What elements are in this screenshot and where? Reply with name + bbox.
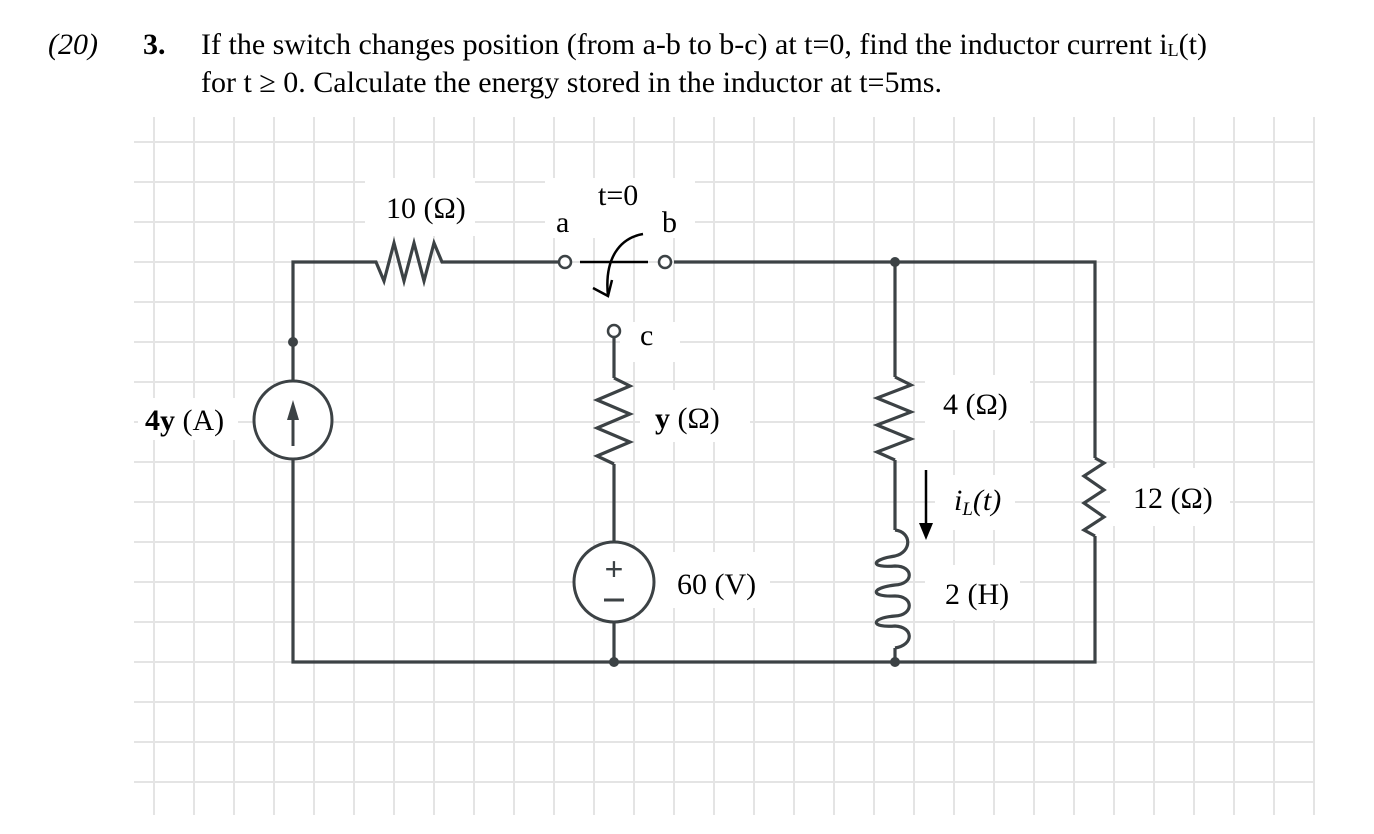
inductor-2H [874, 528, 911, 650]
switch-time-label: t=0 [598, 179, 638, 212]
voltage-source-circle [572, 540, 656, 624]
inductor-current-label: iL(t) [954, 484, 1001, 520]
question-text-subscript: L [1167, 40, 1179, 60]
question-text-suffix: (t) [1178, 28, 1207, 61]
resistor-4-ohm [872, 375, 916, 462]
junction-dot-bottom-right [890, 657, 900, 667]
voltage-source-plus-icon: + [605, 551, 624, 587]
current-source-label: 4y (A) [145, 404, 224, 437]
question-text-prefix: If the switch changes position (from a-b… [201, 28, 1168, 61]
wire-left-top [291, 260, 368, 392]
resistor-4-ohm-label: 4 (Ω) [943, 388, 1008, 421]
wires [291, 236, 1108, 664]
switch-terminal-c [606, 323, 622, 339]
junction-dot-top-right [890, 257, 900, 267]
question-points: (20) [48, 28, 98, 61]
current-source-arrow-up-icon [287, 400, 299, 420]
resistor-10-ohm-label: 10 (Ω) [386, 192, 466, 225]
switch-terminal-b-label: b [662, 206, 677, 239]
voltage-source-label: 60 (V) [677, 568, 756, 601]
switch-motion-arrowhead-icon [592, 279, 614, 298]
inductor-current-arrow [919, 470, 933, 540]
resistor-y-ohm [592, 376, 635, 466]
wire-top-right [674, 260, 1097, 430]
switch-terminal-b [657, 254, 673, 270]
resistor-12-ohm [1080, 456, 1108, 538]
resistor-10-ohm [368, 236, 560, 288]
inductor-current-arrow-down-icon [919, 523, 933, 540]
switch-terminal-a-label: a [556, 206, 569, 239]
voltage-source: + [572, 540, 656, 624]
current-source [252, 379, 334, 461]
question-number: 3. [143, 28, 166, 61]
inductor-label: 2 (H) [945, 578, 1009, 611]
question-text-line1: If the switch changes position (from a-b… [201, 28, 1207, 62]
label-backgrounds [138, 178, 1230, 620]
wire-right-bottom [614, 536, 1097, 664]
question-text-line2: for t ≥ 0. Calculate the energy stored i… [201, 66, 942, 99]
switch-motion-arrow [606, 232, 644, 297]
junction-dot-left [288, 337, 298, 347]
junction-dot-bottom-middle [609, 657, 619, 667]
resistor-y-ohm-label: y (Ω) [655, 402, 720, 435]
switch [557, 232, 673, 339]
switch-terminal-c-label: c [640, 319, 653, 352]
resistor-12-ohm-label: 12 (Ω) [1133, 482, 1213, 515]
switch-terminal-a [557, 254, 573, 270]
junction-dots [288, 257, 900, 667]
grid-background [134, 117, 1315, 815]
wire-left-bottom [291, 438, 614, 664]
